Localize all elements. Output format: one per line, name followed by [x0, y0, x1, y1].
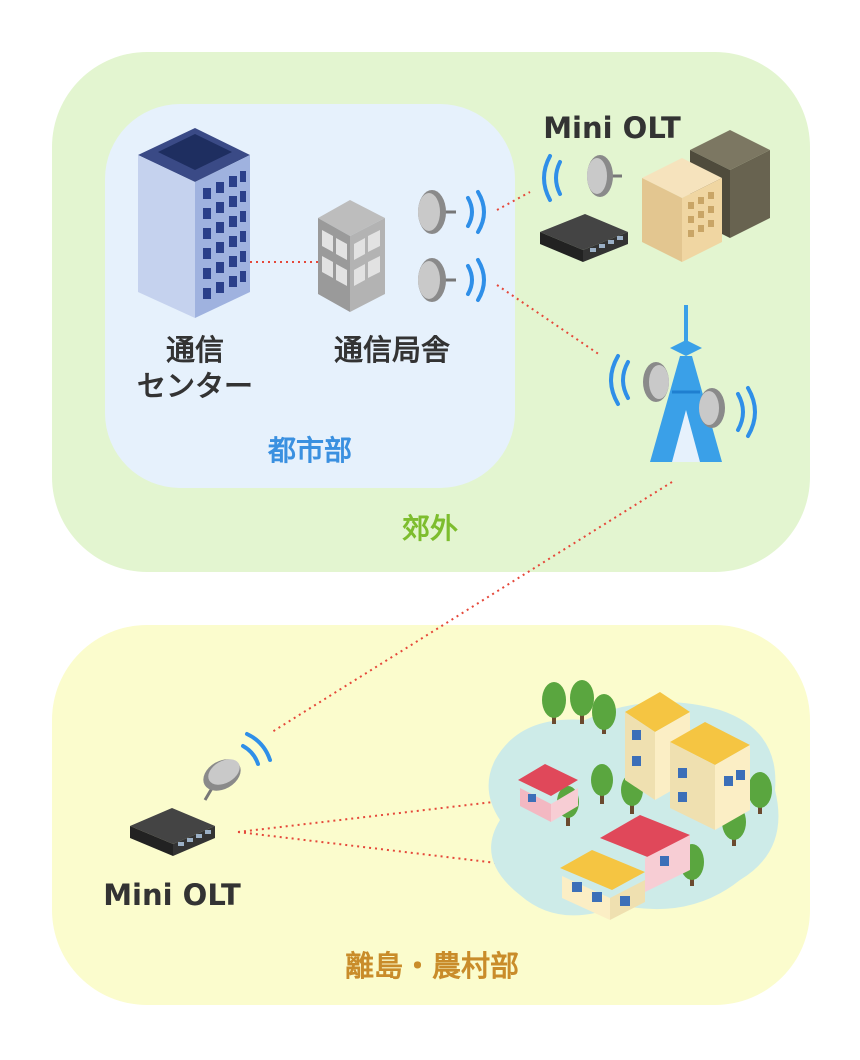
- central-office-building-icon: [318, 200, 385, 312]
- village-island-icon: [488, 680, 779, 920]
- office-dish-antenna-icon-lower: [418, 258, 486, 302]
- rural-mini-olt-device-icon: [130, 808, 215, 856]
- link-rural-olt-to-village-1: [237, 799, 511, 833]
- suburban-region-label: 郊外: [402, 512, 458, 545]
- office-dish-antenna-icon-upper: [418, 190, 486, 234]
- suburban-mini-olt-label: Mini OLT: [543, 111, 681, 145]
- suburban-mini-olt-device-icon: [540, 214, 628, 262]
- comm-center-label-line2: センター: [137, 369, 253, 403]
- rural-dish-antenna-icon: [203, 732, 272, 801]
- suburban-dish-antenna-icon: [542, 154, 622, 202]
- urban-region-label: 都市部: [267, 434, 352, 467]
- link-office-to-mini-olt: [496, 191, 531, 211]
- rural-mini-olt-label: Mini OLT: [103, 878, 241, 912]
- suburban-buildings-icon: [642, 130, 770, 262]
- radio-tower-icon: [609, 305, 757, 462]
- links: [237, 191, 673, 871]
- rural-region-label: 離島・農村部: [345, 949, 519, 983]
- central-office-label: 通信局舎: [334, 333, 450, 367]
- link-tower-to-rural-olt: [271, 481, 673, 733]
- link-office-to-tower: [496, 284, 601, 356]
- comm-center-building-icon: [138, 128, 250, 318]
- comm-center-label-line1: 通信: [166, 333, 224, 367]
